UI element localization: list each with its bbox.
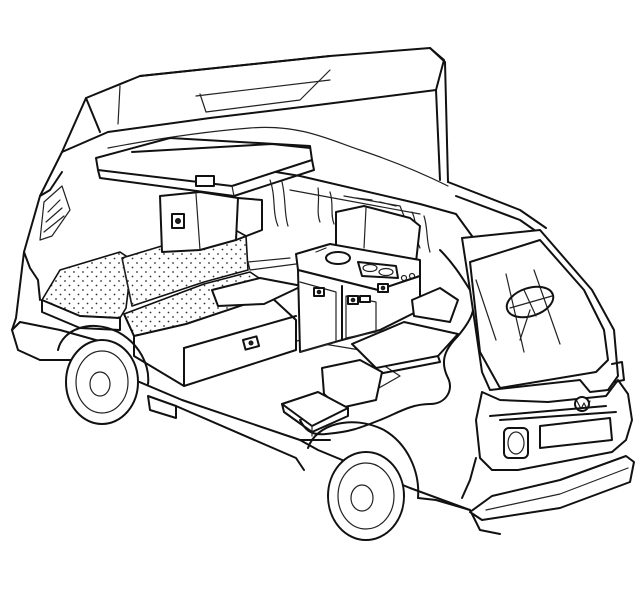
- rear-wheel: [57, 324, 150, 425]
- front-cab: [461, 229, 635, 521]
- wardrobe: [159, 191, 263, 253]
- sink: [325, 251, 351, 265]
- front-wheel-arch-edge: [417, 497, 471, 511]
- fold-out-table: [351, 287, 459, 375]
- upper-bunk: [95, 137, 315, 197]
- swivel-seat: [281, 359, 383, 437]
- bench-seat: [121, 225, 297, 387]
- stove: [357, 261, 416, 282]
- pop-up-roof: [61, 47, 449, 183]
- front-wheel: [307, 421, 420, 541]
- van-body: [11, 151, 547, 535]
- side-table: [211, 277, 303, 307]
- grille: [539, 417, 613, 449]
- steering-wheel: [505, 285, 555, 319]
- side-step: [147, 395, 177, 419]
- rear-bed: [41, 251, 133, 331]
- kitchen-cabinet: [247, 205, 421, 353]
- front-bumper: [469, 455, 635, 521]
